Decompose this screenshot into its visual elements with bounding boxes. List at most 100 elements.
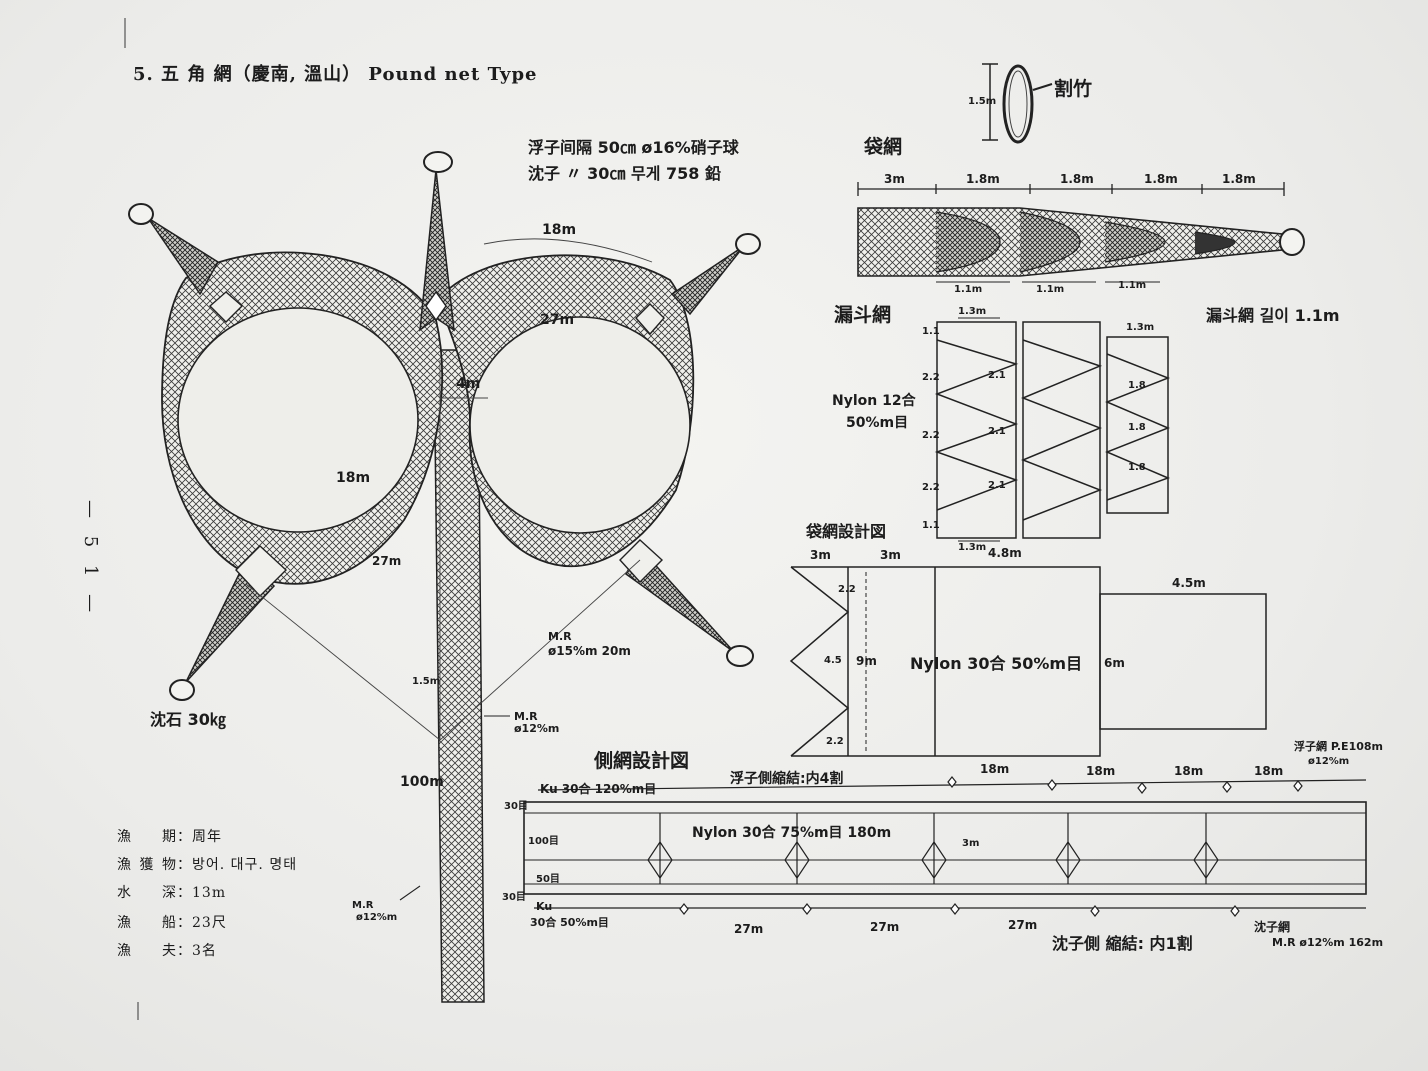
bag-design-dim: 3m [880,548,901,562]
mr-right-label: M.R [548,630,572,643]
sinker-rope-spec: M.R ø12%m 162m [1272,936,1384,949]
funnel-net-title: 漏斗網 [834,304,892,326]
sinker-rope-label: 沈子網 [1254,920,1291,934]
funnel-dim: 1.8 [1128,422,1146,433]
info-value: 3名 [192,943,217,959]
row-label: 100目 [528,836,559,847]
side-net-figure [523,776,1367,917]
row-label: 30目 [504,801,528,812]
mr-bottom-label: M.R [352,900,374,911]
bag-design-dim: 4.5 [824,655,842,666]
bag-design-dim: 4.5m [1172,576,1206,590]
row-label: 50目 [536,874,560,885]
info-row: 漁 船：23尺 [117,912,227,932]
bag-design-figure [789,566,1267,757]
info-value: 23尺 [192,915,227,931]
bottom-spacing: 27m [870,920,900,934]
funnel-net-material: Nylon 12合 [832,393,916,409]
funnel-spacing: 1.1m [1118,280,1147,291]
info-key: 漁 船 [117,915,177,931]
row-label: 30目 [502,892,526,903]
float-rope-label: 浮子網 P.E108m [1294,740,1383,753]
funnel-dim: 1.3m [958,306,987,317]
bag-design-label: Nylon 30合 50%m目 [910,654,1083,673]
gap-label: 4m [456,376,481,392]
info-value: 방어. 대구. 명태 [192,857,298,873]
float-rope-spec: ø12%m [1308,756,1350,767]
funnel-dim: 2.2 [922,372,940,383]
bag-design-dim: 3m [810,548,831,562]
pound-net-figure [128,151,761,1003]
top-spacing: 18m [1174,764,1204,778]
funnel-dim: 1.8 [1128,462,1146,473]
bag-net-dim: 3m [884,172,905,186]
funnel-dim: 2.2 [922,430,940,441]
funnel-dim: 1.3m [958,542,987,553]
side-net-label: Nylon 30合 75%m目 180m [692,825,892,841]
page-title: 5. 五 角 網（慶南, 溫山） Pound net Type [133,64,538,85]
diamond-label: 3m [962,838,980,849]
bottom-spacing: 27m [1008,918,1038,932]
funnel-dim: 2.1 [988,480,1006,491]
arc-top-label: 18m [542,222,577,238]
info-key: 漁 夫 [117,943,177,959]
funnel-net-length-note: 漏斗網 길이 1.1m [1206,306,1340,325]
funnel-dim: 2.2 [922,482,940,493]
info-row: 漁 期：周年 [117,826,222,846]
bag-net-title: 袋網 [864,136,903,158]
left-ring-label: 18m [336,470,371,486]
funnel-dim: 1.3m [1126,322,1155,333]
funnel-net-panels [934,317,1171,542]
float-shrink-label: 浮子側縮結:内4割 [730,771,844,787]
float-spec: 浮子间隔 50㎝ ø16%硝子球 [528,138,739,157]
info-key: 水 深 [117,885,177,901]
ring-height-label: 1.5m [968,96,997,107]
info-key: 漁 期 [117,829,177,845]
funnel-dim: 1.1 [922,326,940,337]
anchor-stone-label: 沈石 30㎏ [150,710,226,729]
info-value: 周年 [192,829,222,845]
bag-design-dim: 4.8m [988,546,1022,560]
mr-bottom-spec: ø12%m [356,912,398,923]
bamboo-ring-figure [982,63,1053,144]
info-row: 漁獲物：방어. 대구. 명태 [117,854,297,874]
page-number: — 5 1 — [80,500,101,619]
funnel-spacing: 1.1m [1036,284,1065,295]
info-row: 水 深：13m [117,882,226,902]
mr-right-spec: ø15%m 20m [548,644,631,658]
mr-mid-spec: ø12%m [514,722,560,735]
funnel-dim: 1.1 [922,520,940,531]
bag-design-dim: 2.2 [838,584,856,595]
bag-net-dim: 1.8m [1060,172,1094,186]
bottom-spacing: 27m [734,922,764,936]
anchor-line-label: 1.5m [412,676,441,687]
bag-net-figure [857,182,1305,283]
funnel-dim: 1.8 [1128,380,1146,391]
funnel-spacing: 1.1m [954,284,983,295]
info-row: 漁 夫：3名 [117,940,217,960]
sinker-spec: 沈子 〃 30㎝ 무게 758 鉛 [528,164,721,183]
bag-design-dim: 2.2 [826,736,844,747]
bag-design-right-height: 6m [1104,656,1125,670]
left-line-label: 27m [372,554,402,568]
funnel-dim: 2.1 [988,426,1006,437]
bag-net-dim: 1.8m [1222,172,1256,186]
ku-bottom-label: Ku [536,900,553,913]
bag-net-dim: 1.8m [1144,172,1178,186]
info-key: 漁獲物 [117,857,177,873]
mr-mid-label: M.R [514,710,538,723]
leader-length-label: 100m [400,774,444,790]
side-net-title: 側網設計図 [594,750,690,772]
ring-material-label: 割竹 [1054,78,1093,100]
top-spacing: 18m [1254,764,1284,778]
funnel-dim: 2.1 [988,370,1006,381]
ku-top-label: Ku 30合 120%m目 [540,782,657,796]
sinker-shrink-label: 沈子側 縮結: 内1割 [1052,934,1193,953]
bag-net-dim: 1.8m [966,172,1000,186]
arc-inner-label: 27m [540,312,575,328]
bag-design-title: 袋網設計図 [806,522,887,541]
funnel-net-mesh: 50%m目 [846,415,909,431]
top-spacing: 18m [980,762,1010,776]
top-spacing: 18m [1086,764,1116,778]
